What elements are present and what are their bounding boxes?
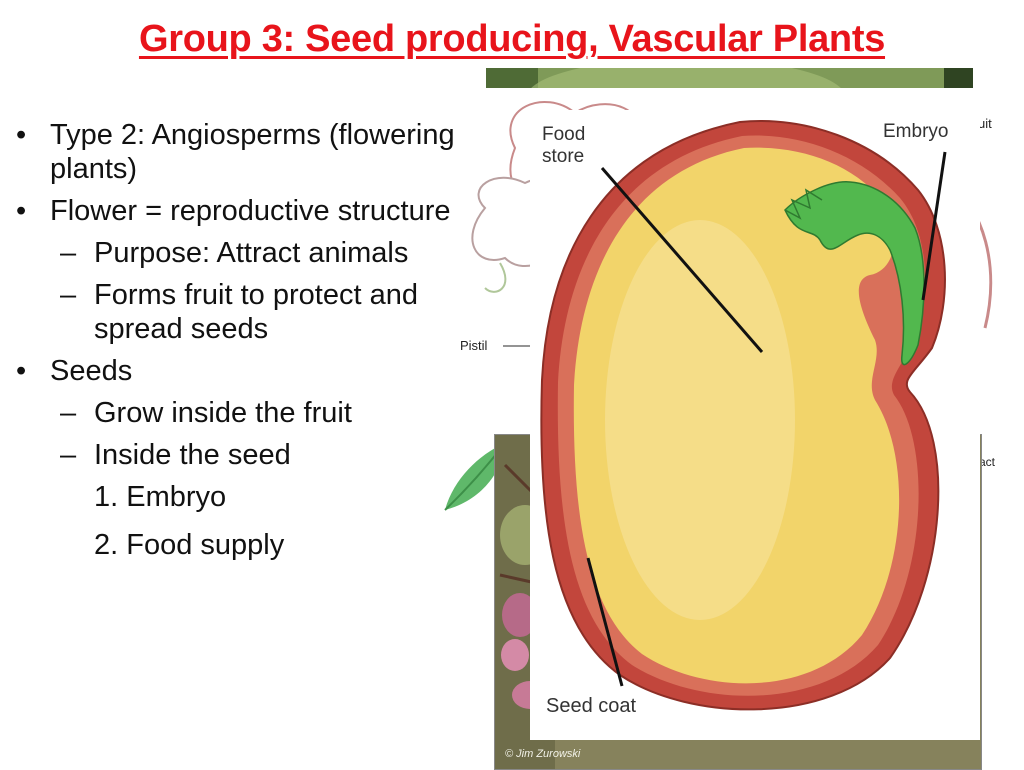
sub-bullet-item: – Purpose: Attract animals (16, 236, 456, 270)
seed-diagram: Food store Embryo Seed coat (530, 110, 980, 740)
sub-bullet-dash: – (60, 279, 77, 311)
sub-bullet-item: – Grow inside the fruit (16, 396, 456, 430)
bullet-item: • Flower = reproductive structure (16, 194, 456, 228)
sub-bullet-item: – Forms fruit to protect and spread seed… (16, 278, 456, 346)
embryo-shape (784, 181, 925, 366)
bullet-dot: • (16, 355, 27, 387)
sub-bullet-dash: – (60, 397, 77, 429)
photo-credit: © Jim Zurowski (505, 748, 581, 760)
sub-bullet-dash: – (60, 439, 77, 471)
slide-title: Group 3: Seed producing, Vascular Plants (138, 18, 886, 60)
bullet-list: • Type 2: Angiosperms (flowering plants)… (16, 118, 456, 576)
pistil-label: Pistil (460, 338, 488, 353)
food-store-label: Food store (542, 124, 591, 167)
food-store-label-line1: Food (542, 124, 585, 145)
seed-coat-label: Seed coat (546, 695, 637, 717)
sub-bullet-text-grow: Grow inside the fruit (94, 397, 352, 429)
sub-bullet-text-fruit: Forms fruit to protect and spread seeds (94, 279, 418, 345)
bullet-item: • Type 2: Angiosperms (flowering plants) (16, 118, 456, 186)
bullet-text-seeds: Seeds (50, 355, 133, 387)
embryo-label: Embryo (883, 121, 948, 142)
numbered-item-food: 2. Food supply (94, 529, 285, 561)
bullet-item: • Seeds (16, 354, 456, 388)
food-store-label-line2: store (542, 146, 584, 167)
sub-bullet-dash: – (60, 237, 77, 269)
sub-bullet-text-purpose: Purpose: Attract animals (94, 237, 409, 269)
bullet-text-angiosperms: Type 2: Angiosperms (flowering plants) (50, 119, 455, 185)
bullet-dot: • (16, 119, 27, 151)
fruit-label-partial: uit (978, 116, 992, 131)
seed-diagram-graphic: Food store Embryo Seed coat (530, 110, 980, 740)
sub-bullet-item: – Inside the seed (16, 438, 456, 472)
sub-bullet-text-inside: Inside the seed (94, 439, 291, 471)
bullet-dot: • (16, 195, 27, 227)
numbered-item-embryo: 1. Embryo (94, 481, 227, 513)
bullet-text-flower: Flower = reproductive structure (50, 195, 451, 227)
